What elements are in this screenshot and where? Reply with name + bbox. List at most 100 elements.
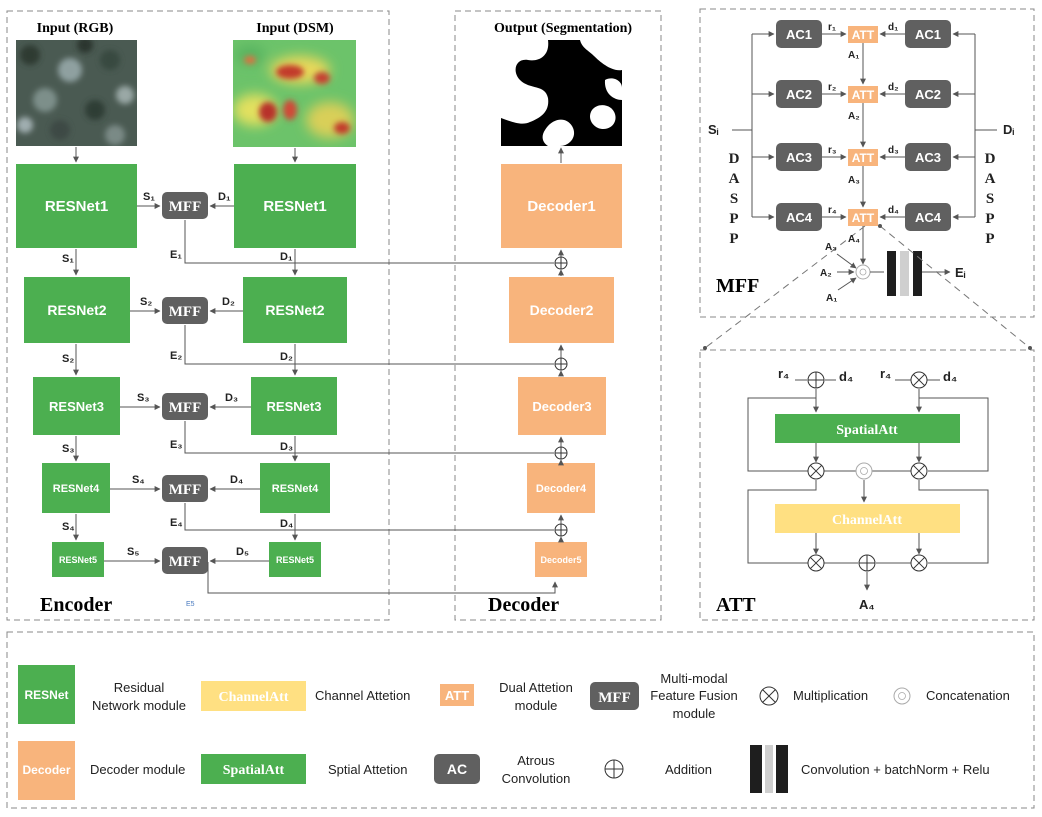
rgb-resnet3-label: RESNet3 [49,399,104,414]
conv-bn-relu-icon [887,251,922,296]
mff-label-4: MFF [169,482,201,498]
channel-att-block [775,504,960,533]
legend-conv-desc: Convolution + batchNorm + Relu [801,762,990,777]
decoder1-label: Decoder1 [527,198,595,215]
input-rgb-label: Input (RGB) [37,21,114,36]
rgb-resnet2 [24,277,130,343]
legend-channel-box-label: ChannelAtt [218,690,288,705]
rgb-resnet4 [42,463,110,513]
mff-block-2 [162,297,208,324]
ac4-left [776,203,822,231]
decoder: Output (Segmentation) Decoder1 Decoder2 … [488,21,632,616]
att-block-2 [848,86,878,103]
d1-label: d₁ [888,22,898,33]
spatial-att-label: SpatialAtt [836,423,898,438]
dsm-resnet5 [269,542,321,577]
ac1-left [776,20,822,48]
att-label-1: ATT [852,28,875,42]
att-block-1 [848,26,878,43]
ac2-right [905,80,951,108]
legend-channel-desc: Channel Attetion [315,688,410,703]
att-label-3: ATT [852,151,875,165]
d2-label: d₂ [888,82,899,93]
legend-mult-desc: Multiplication [793,688,868,703]
legend-resnet-desc-2: Network module [92,698,186,713]
si-label: Sᵢ [708,122,719,137]
daspp-right-1: A [985,171,996,187]
rgb-resnet1 [16,164,137,248]
output-label: Output (Segmentation) [494,21,632,36]
d-label-1: D₁ [218,191,231,203]
d-label-4: D₄ [230,474,243,486]
mff-panel: AC1 AC2 AC3 AC4 AC1 AC2 AC3 AC4 ATT ATT … [703,20,1032,350]
s-label-1: S₁ [143,191,155,203]
legend-conv-icon [750,745,788,793]
a4-label: A₄ [848,234,860,245]
daspp-left-3: P [729,211,738,227]
legend-decoder-swatch [18,741,75,800]
legend-resnet-swatch [18,665,75,724]
att-d4-label-1: d₄ [839,369,853,384]
a3-label: A₃ [848,175,860,186]
d-label-v3: D₃ [280,441,293,453]
e-label-2: E₂ [170,350,182,362]
decoder4-label: Decoder4 [536,483,587,495]
encoder-frame [6,10,390,621]
legend-add-icon [604,759,624,779]
legend-ac-box-label: AC [447,761,467,777]
legend-att-swatch [440,684,474,706]
decoder-frame [454,10,662,621]
r4-label: r₄ [828,205,837,216]
d-label-2: D₂ [222,296,235,308]
legend-ac-desc-2: Convolution [502,771,571,786]
decoder-title: Decoder [488,594,559,616]
encoder-title: Encoder [40,594,112,616]
frames [6,8,1035,809]
legend-spatial-swatch [201,754,306,784]
d-label-v1: D₁ [280,251,293,263]
legend-att-desc-1: Dual Attetion [499,680,573,695]
decoder5-label: Decoder5 [540,555,581,565]
att-label-2: ATT [852,88,875,102]
d-label-5: D₅ [236,546,249,558]
daspp-left-2: S [730,191,738,207]
dsm-resnet5-label: RESNet5 [276,555,314,565]
encoder: Input (RGB) Input (DSM) [16,21,558,616]
legend-frame [6,631,1035,809]
att-panel-title: ATT [716,594,756,616]
rgb-resnet2-label: RESNet2 [47,302,106,318]
mff-label-2: MFF [169,304,201,320]
d4-label: d₄ [888,205,899,216]
ac3-left [776,143,822,171]
d-label-v4: D₄ [280,518,293,530]
rgb-image [16,40,137,146]
input-dsm-label: Input (DSM) [256,21,334,36]
out-a2-label: A₂ [820,268,832,279]
legend-mult-icon [759,686,779,706]
att-label-4: ATT [852,211,875,225]
rgb-resnet5-label: RESNet5 [59,555,97,565]
ac1-left-label: AC1 [786,27,812,42]
concat-icon-mff [855,264,871,280]
att-block-4 [848,209,878,226]
s-label-v4: S₄ [62,521,75,533]
legend-mff-desc-1: Multi-modal [660,671,727,686]
rgb-resnet5 [52,542,104,577]
a1-label: A₁ [848,50,859,61]
dsm-resnet3-label: RESNet3 [267,399,322,414]
e-label-1: E₁ [170,249,182,261]
ac2-right-label: AC2 [915,87,941,102]
legend-mff-swatch [590,682,639,710]
legend-add-desc: Addition [665,762,712,777]
mff-block-5 [162,547,208,574]
di-label: Dᵢ [1003,122,1014,137]
legend-ac-desc-1: Atrous [517,753,555,768]
rgb-resnet3 [33,377,120,435]
mff-panel-title: MFF [716,275,759,297]
ac2-left [776,80,822,108]
decoder2 [509,277,614,343]
legend-spatial-box-label: SpatialAtt [223,763,285,778]
dsm-resnet1-label: RESNet1 [263,198,326,215]
rgb-resnet1-label: RESNet1 [45,198,108,215]
legend-att-desc-2: module [515,698,558,713]
